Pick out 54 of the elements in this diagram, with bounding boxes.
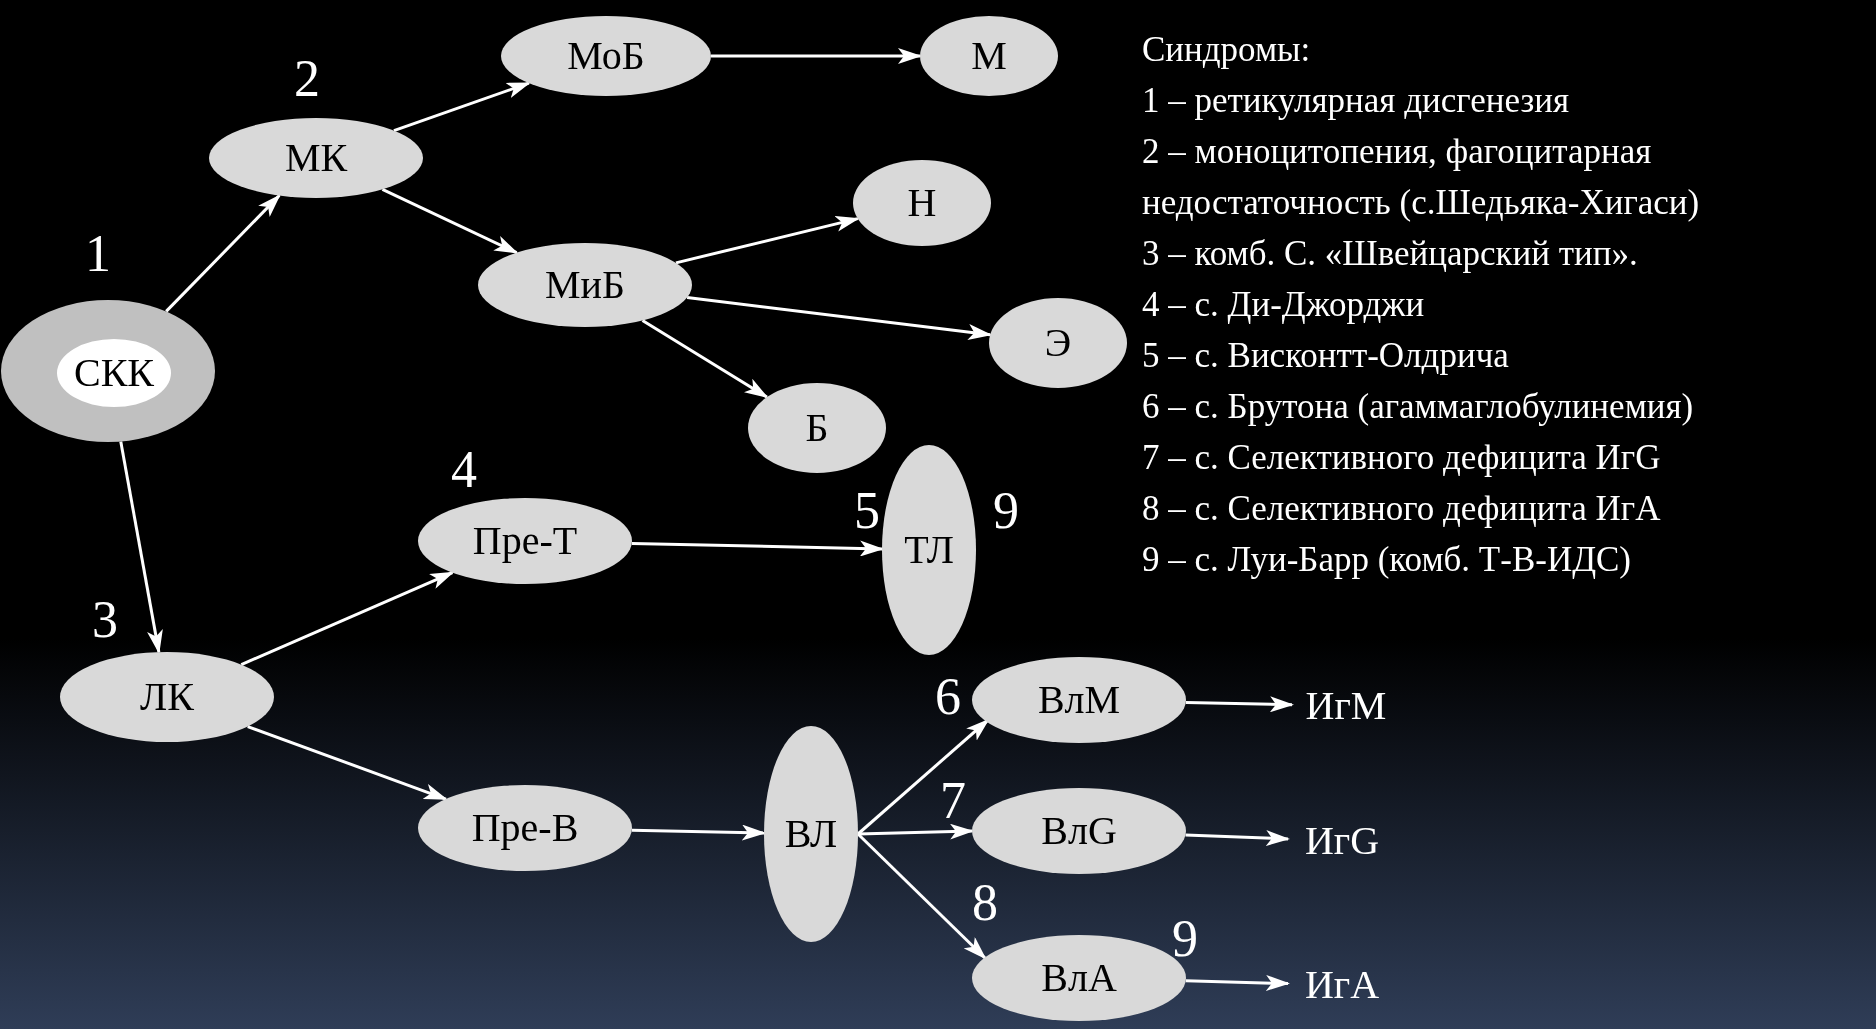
syndrome-number: 4 [451,444,477,496]
syndrome-list-item: 9 – с. Луи-Барр (комб. Т-В-ИДС) [1142,539,1633,581]
arrow [1185,696,1294,713]
syndrome-list-item: 8 – с. Селективного дефицита ИгА [1142,488,1662,530]
cell-ellipse: МоБ [501,16,711,96]
syndrome-number: 1 [85,228,111,280]
cell-ellipse: Пре-В [418,785,632,871]
arrow [119,441,163,655]
output-label: ИгG [1288,817,1396,865]
cell-ellipse: ЛК [60,652,274,742]
cell-ellipse: Б [748,383,886,473]
syndrome-list-item: 3 – комб. С. «Швейцарский тип». [1142,233,1639,275]
arrow [675,216,860,265]
arrow [711,48,922,64]
arrow [686,296,993,340]
arrow [240,571,455,666]
arrow [641,319,769,399]
arrow [381,188,519,255]
cell-ellipse: ТЛ [882,445,976,655]
syndrome-list-item: Синдромы: [1142,29,1312,71]
cell-nucleus: СКК [57,339,171,407]
arrow [165,194,281,313]
syndrome-number: 9 [993,485,1019,537]
output-label: ИгМ [1292,682,1400,730]
syndrome-list-item: 2 – моноцитопения, фагоцитарная недостаточность (с.Шедьяка-Хигаси) [1142,131,1701,224]
syndrome-number: 7 [940,775,966,827]
cell-ellipse: Пре-Т [418,498,632,584]
arrow [856,832,987,960]
arrow [631,824,766,841]
cell-ellipse: ВЛ [764,726,858,942]
syndrome-number: 6 [935,671,961,723]
syndrome-list-item: 6 – с. Брутона (агаммаглобулинемия) [1142,386,1695,428]
syndrome-number: 5 [854,485,880,537]
syndrome-list-item: 4 – с. Ди-Джорджи [1142,284,1426,326]
cell-ellipse: МК [209,118,423,198]
cell-ellipse: ВлМ [972,657,1186,743]
output-label: ИгА [1288,961,1396,1009]
cell-ellipse: ВлG [972,788,1186,874]
arrow [1185,975,1290,991]
arrow [857,823,974,840]
syndrome-number: 2 [294,53,320,105]
arrow [631,540,884,557]
syndrome-number: 8 [972,877,998,929]
syndrome-list-item: 1 – ретикулярная дисгенезия [1142,80,1571,122]
syndrome-list-item: 5 – с. Висконтт-Олдрича [1142,335,1510,377]
cell-ellipse: Н [853,160,991,246]
arrow [1185,830,1290,847]
cell-ellipse: МиБ [478,243,692,327]
cell-ellipse: Э [989,298,1127,388]
cell-ellipse: М [920,16,1058,96]
arrow [247,725,448,801]
syndrome-list-item: 7 – с. Селективного дефицита ИгG [1142,437,1662,479]
syndrome-number: 3 [92,594,118,646]
arrow [393,81,531,132]
